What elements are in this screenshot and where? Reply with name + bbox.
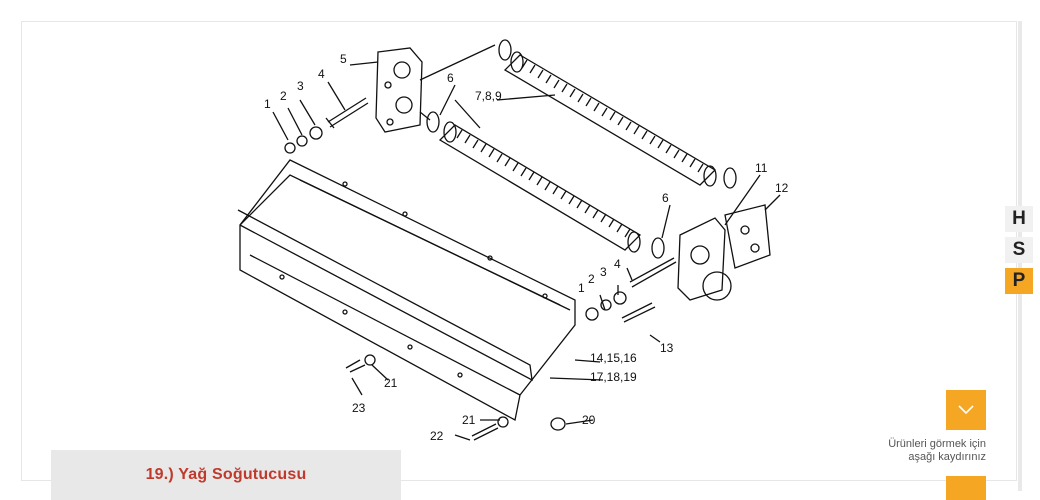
header-block-left xyxy=(375,44,496,133)
label-12: 12 xyxy=(775,181,789,195)
scroll-hint-line1: Ürünleri görmek için xyxy=(888,438,986,450)
label-21a: 21 xyxy=(384,376,398,390)
label-4a: 4 xyxy=(318,67,325,81)
label-23: 23 xyxy=(352,401,366,415)
product-caption: 19.) Yağ Soğutucusu xyxy=(51,450,401,500)
logo-letter-s: S xyxy=(1005,236,1033,263)
label-2a: 2 xyxy=(280,89,287,103)
label-13: 13 xyxy=(660,341,674,355)
caption-title: 19.) Yağ Soğutucusu xyxy=(145,466,307,483)
scroll-hint: Ürünleri görmek için aşağı kaydırınız xyxy=(888,438,986,464)
label-6b: 6 xyxy=(662,191,669,205)
cooler-tube-lower xyxy=(438,121,642,253)
label-22: 22 xyxy=(430,429,444,443)
label-3a: 3 xyxy=(297,79,304,93)
label-21b: 21 xyxy=(462,413,476,427)
label-14-15-16: 14,15,16 xyxy=(590,351,637,365)
bottom-tab[interactable] xyxy=(946,476,986,500)
logo-letter-h: H xyxy=(1005,206,1033,233)
scroll-down-button[interactable] xyxy=(946,390,986,430)
label-4b: 4 xyxy=(614,257,621,271)
label-1b: 1 xyxy=(578,281,585,295)
label-3b: 3 xyxy=(600,265,607,279)
chevron-down-icon xyxy=(958,405,974,415)
brand-logo[interactable]: H S P xyxy=(1005,204,1033,296)
label-11: 11 xyxy=(755,161,768,175)
scroll-hint-line2: aşağı kaydırınız xyxy=(908,451,986,463)
parts-diagram: 1 2 3 4 5 6 7,8,9 6 11 12 1 2 3 4 13 14,… xyxy=(237,39,789,443)
label-6a: 6 xyxy=(447,71,454,85)
label-5: 5 xyxy=(340,52,347,66)
label-1a: 1 xyxy=(264,97,271,111)
cooler-tube-upper xyxy=(503,51,717,187)
label-20: 20 xyxy=(582,413,596,427)
logo-letter-p: P xyxy=(1005,267,1033,294)
cooler-shield xyxy=(237,159,576,421)
label-17-18-19: 17,18,19 xyxy=(590,370,637,384)
label-2b: 2 xyxy=(588,272,595,286)
label-7-8-9: 7,8,9 xyxy=(475,89,502,103)
header-block-right xyxy=(677,204,771,301)
